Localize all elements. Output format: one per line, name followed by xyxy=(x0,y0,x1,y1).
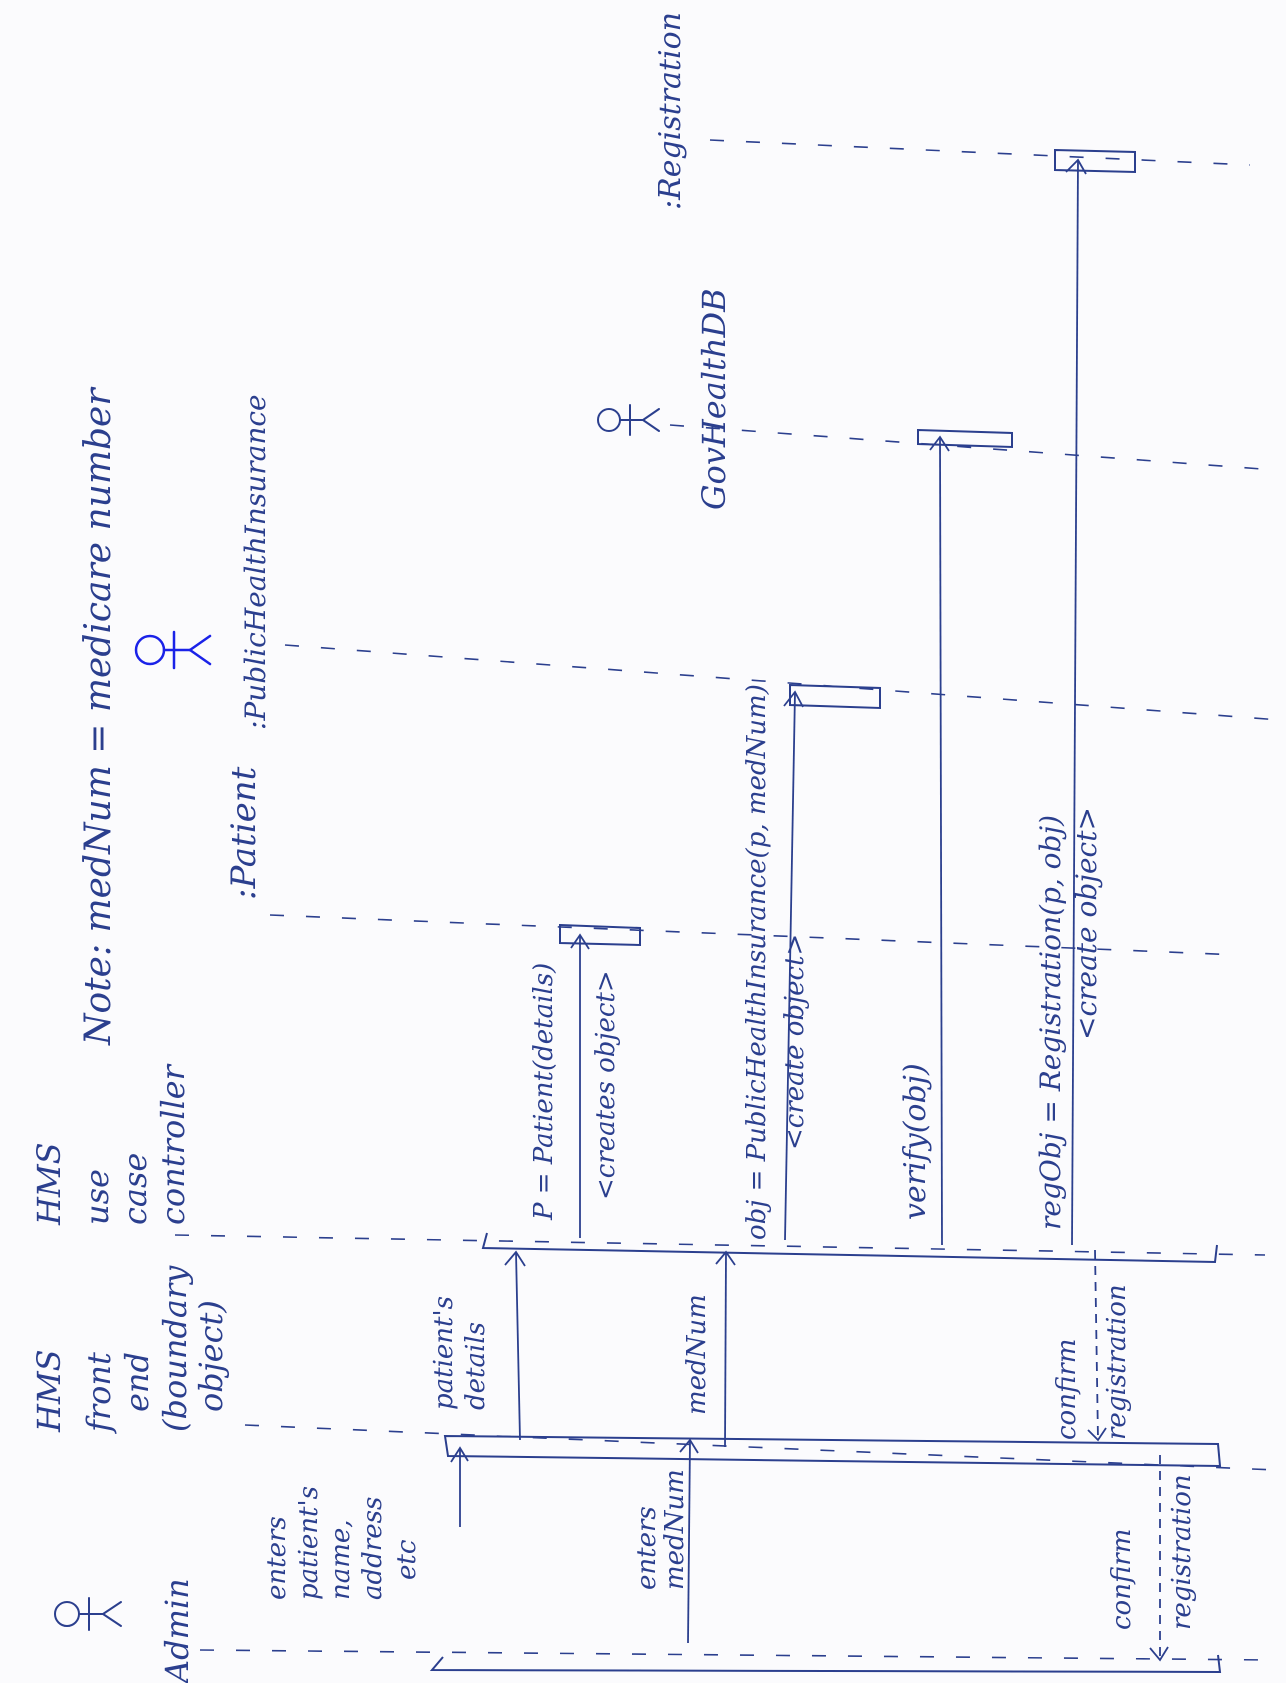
activation-registration xyxy=(1054,148,1136,174)
message-enters-details: enters patient's name, address etc xyxy=(262,1478,422,1600)
message-create-patient: P = Patient(details) <creates object> xyxy=(529,955,621,1222)
participant-label-controller: HMS use case controller xyxy=(30,1063,192,1226)
arrow-create-insurance xyxy=(784,691,796,1241)
participant-label-registration: :Registration xyxy=(653,12,688,210)
message-patient-details: patient's details xyxy=(429,1288,491,1410)
arrow-patient-details xyxy=(515,1251,521,1441)
activation-patient xyxy=(559,923,641,947)
arrowhead-create-registration xyxy=(1065,158,1087,175)
lifeline-insurance xyxy=(284,644,1281,721)
participant-label-patient: :Patient xyxy=(224,766,264,900)
activation-admin xyxy=(429,1654,1222,1674)
lifeline-govdb xyxy=(669,424,1276,471)
arrowhead-patient-details xyxy=(504,1250,526,1267)
lifeline-controller xyxy=(174,1234,1266,1256)
message-create-insurance: obj = PublicHealthInsurance(p, medNum) <… xyxy=(742,676,810,1240)
message-confirm-frontend: confirm registration xyxy=(1052,1284,1132,1440)
note-text: Note: medNum = medicare number xyxy=(78,387,119,1046)
participant-label-admin: Admin xyxy=(158,1578,196,1683)
arrowhead-enters-details xyxy=(450,1446,469,1463)
arrowhead-create-patient xyxy=(570,933,590,950)
arrowhead-verify xyxy=(929,435,950,452)
participant-label-frontend: HMS front end (boundary object) xyxy=(30,1255,230,1434)
returnhead-confirm-admin xyxy=(1149,1646,1169,1662)
return-confirm-frontend xyxy=(1094,1249,1099,1441)
arrowhead-enters-mednum xyxy=(679,1438,699,1454)
message-enters-mednum: enters medNum xyxy=(632,1469,690,1590)
insurance-actor-icon xyxy=(134,630,212,670)
arrowhead-mednum xyxy=(715,1250,736,1266)
activation-controller xyxy=(481,1232,1218,1264)
activation-insurance xyxy=(789,683,881,710)
arrow-mednum xyxy=(724,1251,727,1448)
arrowhead-create-insurance xyxy=(783,690,804,708)
lifeline-frontend xyxy=(244,1424,1276,1471)
activation-govdb xyxy=(917,428,1013,449)
message-confirm-admin: confirm registration xyxy=(1107,1474,1197,1630)
lifeline-admin xyxy=(199,1649,1271,1661)
arrow-enters-mednum xyxy=(687,1439,691,1644)
arrow-verify xyxy=(939,436,943,1246)
govdb-actor-icon xyxy=(597,404,660,436)
message-mednum: medNum xyxy=(682,1294,712,1415)
admin-actor-icon xyxy=(54,1597,122,1631)
message-verify: verify(obj) xyxy=(898,1063,933,1220)
returnhead-confirm-frontend xyxy=(1087,1427,1107,1442)
lifeline-registration xyxy=(709,139,1251,166)
activation-frontend xyxy=(443,1434,1222,1468)
arrow-create-registration xyxy=(1071,159,1079,1246)
message-create-registration: regObj = Registration(p, obj) <create ob… xyxy=(1034,806,1103,1230)
participant-label-insurance: :PublicHealthInsurance xyxy=(239,394,272,730)
participant-label-govdb: GovHealthDB xyxy=(695,288,733,510)
